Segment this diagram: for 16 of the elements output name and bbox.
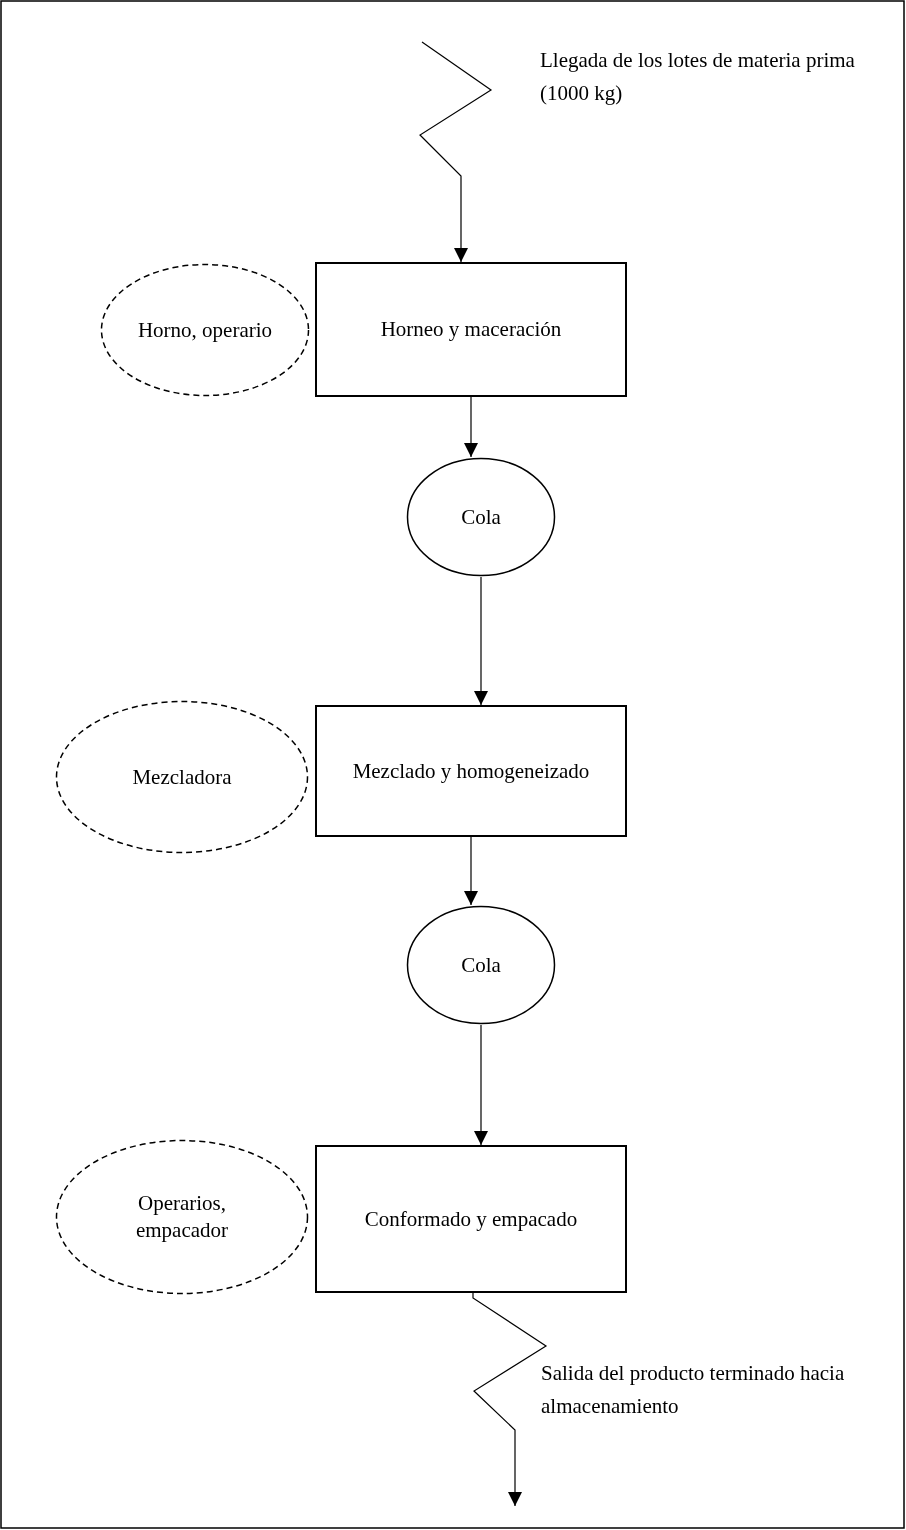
node-label: Cola (461, 503, 501, 531)
flow-arrow (464, 396, 478, 458)
node-label: Conformado y empacado (364, 1205, 578, 1233)
node-label: Operarios, empacador (134, 1190, 230, 1244)
edge-label: Llegada de los lotes de materia prima (1000 kg) (540, 47, 856, 107)
flow-arrow (464, 836, 478, 906)
flow-arrow (474, 1024, 488, 1146)
node-label: Mezclado y homogeneizado (352, 757, 590, 785)
node-label: Cola (461, 951, 501, 979)
node-label: Mezcladora (132, 763, 232, 791)
node-label: Horno, operario (137, 316, 273, 344)
edge-label: Salida del producto terminado hacia almacenamiento (541, 1360, 846, 1420)
flow-arrow (472, 1292, 548, 1507)
flow-arrow (419, 41, 493, 263)
flow-arrow (474, 576, 488, 706)
node-label: Horneo y maceración (380, 316, 562, 343)
